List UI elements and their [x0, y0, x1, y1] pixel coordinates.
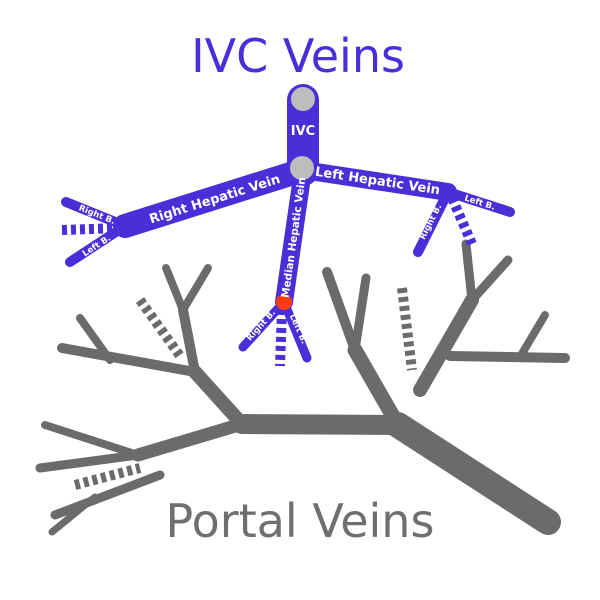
portal-branch-ul-5: [76, 314, 114, 364]
portal-branch-ul-3: [162, 264, 187, 314]
portal-left-lower: [131, 417, 249, 462]
mhv-dashed-stub: [275, 309, 287, 367]
ivc-top-node: [291, 87, 315, 111]
right-hepatic-vein: [113, 158, 315, 238]
portal-dashed-ul: [135, 297, 185, 359]
portal-trunk-main: [385, 412, 561, 535]
portal-right-side: [445, 351, 570, 363]
portal-branch-ll-3: [50, 470, 165, 520]
mhv-right-branch-label: Right B.: [245, 308, 278, 343]
portal-branch-ul-2: [178, 305, 200, 377]
ivc-junction-node: [290, 156, 314, 180]
ivc-label: IVC: [291, 124, 315, 139]
ivc-veins-title: IVC Veins: [191, 29, 405, 83]
portal-trunk-mid: [232, 414, 408, 435]
lhv-left-branch: [443, 187, 515, 217]
portal-branch-ul-1: [57, 343, 200, 377]
portal-right-main-2: [413, 293, 479, 397]
portal-dashed-lower: [73, 463, 142, 490]
rhv-right-branch-label: Right B.: [77, 203, 116, 227]
portal-right-up-3: [461, 239, 477, 305]
portal-right-up-2: [350, 273, 371, 355]
ivc-dashed-stubs: [61, 196, 477, 367]
portal-dashed-right: [397, 287, 417, 371]
portal-veins-title: Portal Veins: [166, 494, 435, 548]
lhv-left-branch-label: Left B.: [463, 193, 496, 212]
portal-right-up-1: [322, 267, 360, 355]
portal-branch-ll-1: [35, 450, 143, 473]
mhv-right-branch: [238, 297, 289, 352]
mhv-highlight-node: [276, 294, 292, 310]
portal-left-main: [188, 365, 249, 431]
rhv-left-branch: [65, 221, 130, 267]
portal-right-up-4: [467, 255, 513, 305]
portal-branch-ul-4: [179, 264, 212, 314]
left-hepatic-vein: [294, 161, 457, 201]
portal-dashed-stubs: [73, 287, 417, 490]
lhv-right-branch: [413, 187, 453, 257]
left-hepatic-vein-label: Left Hepatic Vein: [314, 165, 441, 198]
portal-right-main: [347, 342, 406, 433]
mhv-left-branch: [279, 297, 312, 363]
median-hepatic-vein-label: Median Hepatic Vein: [280, 177, 309, 299]
right-hepatic-vein-label: Right Hepatic Vein: [148, 172, 283, 227]
rhv-dashed-stub: [61, 223, 123, 235]
portal-right-side-2: [516, 311, 549, 361]
rhv-right-branch: [61, 197, 130, 231]
portal-vein-tree: [35, 239, 570, 536]
portal-branch-ll-4: [48, 493, 99, 536]
portal-branch-ll-2: [41, 421, 142, 459]
mhv-left-branch-label: Left B.: [287, 313, 309, 346]
median-hepatic-vein: [275, 161, 312, 311]
